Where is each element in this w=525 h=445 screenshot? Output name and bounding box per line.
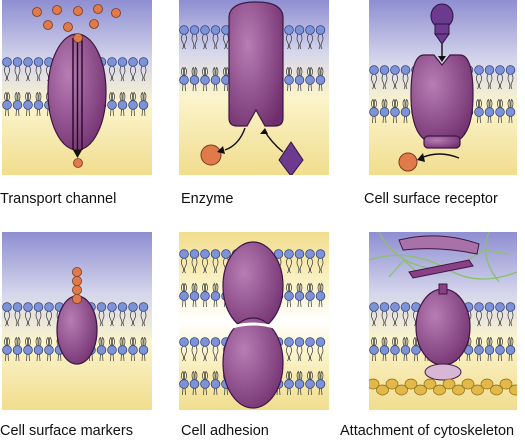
enzyme-illustration [179, 0, 329, 175]
carbohydrate-chain [72, 267, 83, 305]
arrow-out [224, 127, 246, 151]
integrin-protein [415, 288, 471, 366]
lipid-bilayer [369, 302, 516, 362]
receptor-protein [410, 54, 474, 141]
panel-enzyme [179, 0, 329, 175]
caption-cell-adhesion: Cell adhesion [181, 423, 269, 439]
binding-arrow-head [438, 56, 446, 62]
arrow-in-head [260, 128, 268, 134]
arrow-out-head [217, 146, 225, 154]
adhesion-illustration [179, 232, 329, 410]
adhesion-junction [228, 322, 278, 330]
cytoskeleton-illustration [369, 232, 517, 410]
panel-transport-channel [2, 0, 152, 175]
caption-attachment-of-cytoskeleton: Attachment of cytoskeleton [340, 423, 515, 439]
adhesion-protein-top [222, 241, 284, 331]
linker-bar [408, 259, 474, 279]
signal-arrow [420, 153, 460, 159]
enzyme-protein [228, 1, 284, 127]
ions [32, 4, 121, 168]
panel-cell-surface-markers [2, 232, 152, 410]
caption-transport-channel: Transport channel [0, 191, 117, 207]
caption-cell-surface-receptor: Cell surface receptor [364, 191, 498, 207]
markers-illustration [2, 232, 152, 410]
arrow-head [73, 150, 82, 158]
signal-ligand [430, 3, 454, 45]
panel-attachment-of-cytoskeleton [369, 232, 517, 410]
substrate-molecule [278, 141, 304, 175]
marker-protein [56, 295, 98, 365]
signal-arrow-head [417, 153, 425, 162]
panel-cell-surface-receptor [369, 0, 517, 175]
fibronectin [398, 235, 480, 255]
transport-channel-illustration [2, 0, 152, 175]
product-molecule [200, 144, 222, 166]
released-molecule [398, 152, 418, 172]
anchor-protein [424, 363, 462, 381]
actin-filament [369, 378, 517, 396]
receptor-illustration [369, 0, 517, 175]
caption-cell-surface-markers: Cell surface markers [0, 423, 133, 439]
panel-cell-adhesion [179, 232, 329, 410]
caption-enzyme: Enzyme [181, 191, 234, 207]
integrin-stalk [438, 283, 448, 295]
adhesion-protein-bottom [222, 317, 284, 409]
receptor-tail [423, 135, 461, 149]
